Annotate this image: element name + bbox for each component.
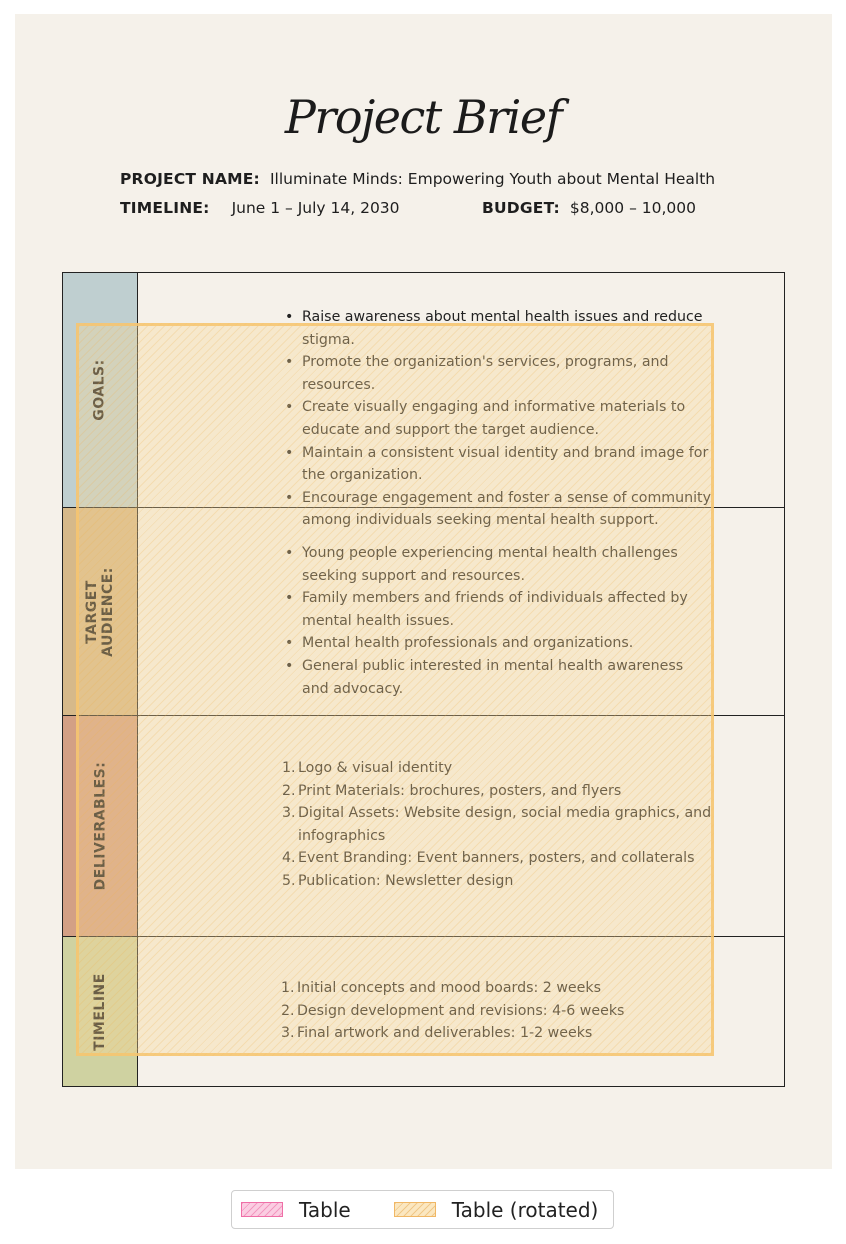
list-item: 2.Design development and revisions: 4-6 … bbox=[281, 1000, 714, 1023]
list-item: Maintain a consistent visual identity an… bbox=[285, 442, 714, 487]
timeline-value: June 1 – July 14, 2030 bbox=[231, 199, 400, 217]
deliverables-label: DELIVERABLES: bbox=[92, 761, 109, 891]
table-row-deliverables: DELIVERABLES: 1.Logo & visual identity 2… bbox=[63, 716, 784, 937]
target-audience-content-cell: Young people experiencing mental health … bbox=[138, 508, 784, 715]
list-number: 1. bbox=[282, 760, 296, 776]
list-item: General public interested in mental heal… bbox=[285, 655, 714, 700]
page-title: Project Brief bbox=[284, 90, 563, 144]
list-item: 3.Digital Assets: Website design, social… bbox=[282, 802, 714, 847]
list-item: 1.Initial concepts and mood boards: 2 we… bbox=[281, 977, 714, 1000]
list-item: 2.Print Materials: brochures, posters, a… bbox=[282, 780, 714, 803]
list-item: 4.Event Branding: Event banners, posters… bbox=[282, 847, 714, 870]
goals-list: Raise awareness about mental health issu… bbox=[285, 306, 714, 532]
list-number: 3. bbox=[282, 805, 296, 822]
table-row-goals: GOALS: Raise awareness about mental heal… bbox=[63, 273, 784, 528]
goals-label: GOALS: bbox=[92, 359, 108, 421]
list-item-text: Final artwork and deliverables: 1-2 week… bbox=[297, 1025, 593, 1042]
list-number: 4. bbox=[282, 850, 296, 867]
list-item: Family members and friends of individual… bbox=[285, 587, 714, 632]
list-item: 5.Publication: Newsletter design bbox=[282, 870, 714, 893]
legend-item-table-rotated: Table (rotated) bbox=[393, 1197, 599, 1222]
timeline-content-cell: 1.Initial concepts and mood boards: 2 we… bbox=[138, 937, 784, 1086]
deliverables-content-cell: 1.Logo & visual identity 2.Print Materia… bbox=[138, 716, 784, 936]
target-audience-list: Young people experiencing mental health … bbox=[285, 542, 714, 700]
timeline-header-cell: TIMELINE bbox=[63, 937, 138, 1086]
list-item: Create visually engaging and informative… bbox=[285, 396, 714, 441]
list-item: Mental health professionals and organiza… bbox=[285, 632, 714, 655]
list-item: Promote the organization's services, pro… bbox=[285, 351, 714, 396]
list-item-text: Print Materials: brochures, posters, and… bbox=[298, 782, 622, 799]
list-item: Encourage engagement and foster a sense … bbox=[285, 487, 714, 532]
timeline-label: TIMELINE: bbox=[120, 199, 210, 217]
list-item: 1.Logo & visual identity bbox=[282, 757, 714, 780]
goals-content-cell: Raise awareness about mental health issu… bbox=[138, 273, 784, 528]
legend-label: Table (rotated) bbox=[451, 1197, 599, 1222]
project-name-label: PROJECT NAME: bbox=[120, 170, 260, 188]
legend-swatch-table-rotated bbox=[393, 1202, 436, 1217]
deliverables-list: 1.Logo & visual identity 2.Print Materia… bbox=[282, 757, 714, 893]
list-item-text: Event Branding: Event banners, posters, … bbox=[298, 850, 695, 867]
list-item-text: Logo & visual identity bbox=[298, 760, 453, 776]
legend-label: Table bbox=[299, 1197, 351, 1222]
list-item: Young people experiencing mental health … bbox=[285, 542, 714, 587]
list-number: 2. bbox=[282, 782, 296, 799]
brief-table: GOALS: Raise awareness about mental heal… bbox=[62, 272, 785, 1087]
budget-label: BUDGET: bbox=[482, 199, 560, 217]
list-number: 5. bbox=[282, 872, 296, 889]
timeline-list: 1.Initial concepts and mood boards: 2 we… bbox=[281, 977, 714, 1045]
list-item: 3.Final artwork and deliverables: 1-2 we… bbox=[281, 1022, 714, 1045]
list-item-text: Initial concepts and mood boards: 2 week… bbox=[297, 980, 601, 996]
list-item-text: Publication: Newsletter design bbox=[298, 872, 514, 889]
list-number: 2. bbox=[281, 1002, 295, 1019]
deliverables-header-cell: DELIVERABLES: bbox=[63, 716, 138, 936]
list-item-text: Design development and revisions: 4-6 we… bbox=[297, 1002, 625, 1019]
list-item: Raise awareness about mental health issu… bbox=[285, 306, 714, 351]
legend-swatch-table bbox=[241, 1202, 283, 1217]
project-name-value: Illuminate Minds: Empowering Youth about… bbox=[269, 170, 716, 188]
list-number: 1. bbox=[281, 980, 295, 996]
table-row-target-audience: TARGET AUDIENCE: Young people experienci… bbox=[63, 508, 784, 716]
target-audience-label: TARGET AUDIENCE: bbox=[84, 566, 117, 657]
budget-value: $8,000 – 10,000 bbox=[569, 199, 696, 217]
table-row-timeline: TIMELINE 1.Initial concepts and mood boa… bbox=[63, 937, 784, 1086]
timeline-line: TIMELINE: June 1 – July 14, 2030 bbox=[120, 199, 400, 217]
timeline-section-label: TIMELINE bbox=[92, 972, 109, 1051]
target-audience-header-cell: TARGET AUDIENCE: bbox=[63, 508, 138, 715]
list-number: 3. bbox=[281, 1025, 295, 1042]
legend-item-table: Table bbox=[241, 1198, 351, 1222]
project-name-line: PROJECT NAME: Illuminate Minds: Empowerin… bbox=[120, 170, 715, 188]
goals-header-cell: GOALS: bbox=[63, 273, 138, 507]
legend: Table Table (rotated) bbox=[231, 1190, 614, 1229]
budget-line: BUDGET: $8,000 – 10,000 bbox=[482, 199, 696, 217]
list-item-text: Digital Assets: Website design, social m… bbox=[298, 805, 712, 844]
